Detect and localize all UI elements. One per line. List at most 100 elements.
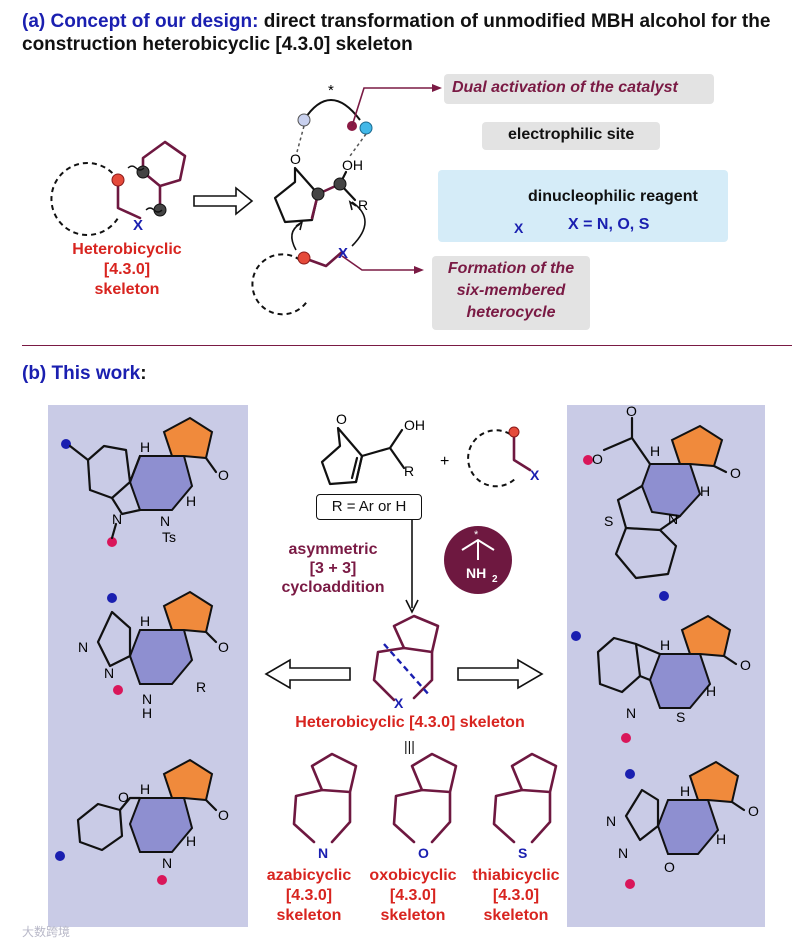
pr2-h2: H <box>706 683 716 699</box>
pr2-o: O <box>740 657 751 673</box>
callout-electrophilic-text: electrophilic site <box>508 126 635 143</box>
heading-a: (a) Concept of our design: direct transf… <box>22 10 782 56</box>
sub-x: X <box>530 467 540 483</box>
center-skeleton-label: Heterobicyclic [4.3.0] skeleton <box>295 714 525 731</box>
p3-o1: O <box>118 789 129 805</box>
equivalence-mark: ||| <box>404 738 415 754</box>
product-right-2 <box>571 614 738 743</box>
thia-atom: S <box>518 845 527 861</box>
pr1-o1: O <box>626 403 637 419</box>
pr3-h1: H <box>680 783 690 799</box>
heading-b-colon: : <box>140 363 147 384</box>
p2-n1: N <box>78 639 88 655</box>
r-definition-box: R = Ar or H <box>316 494 422 520</box>
center-r-group: R <box>358 197 368 213</box>
p1-n2: N <box>160 513 170 529</box>
thia-ring: [4.3.0] <box>492 887 540 904</box>
catalyst-nh: NH <box>466 565 486 581</box>
pr3-n1: N <box>606 813 616 829</box>
aza-word: skeleton <box>276 907 342 924</box>
mbh-alcohol-structure <box>320 426 406 486</box>
heading-b-label: (b) This work <box>22 363 141 384</box>
callout-dinucleophilic: dinucleophilic reagent X = N, O, S X <box>438 170 728 242</box>
section-divider <box>22 345 792 346</box>
formation-line-1: Formation of the <box>447 260 575 277</box>
p1-h1: H <box>140 439 150 455</box>
formation-line-2: six-membered <box>456 282 566 299</box>
formation-connector <box>341 255 420 271</box>
center-mechanism: * O OH R X <box>251 82 373 316</box>
pr1-s: S <box>604 513 613 529</box>
r-definition-text: R = Ar or H <box>331 498 407 515</box>
left-skeleton-schematic: X <box>50 140 187 236</box>
left-label-line-2: [4.3.0] <box>103 261 151 278</box>
callout-formation: Formation of the six-membered heterocycl… <box>432 256 590 330</box>
left-x-atom: X <box>133 217 143 234</box>
heading-b: (b) This work: <box>22 362 147 385</box>
thiabicyclic-label: thiabicyclic [4.3.0] skeleton <box>460 866 572 926</box>
product-left-2 <box>96 590 218 695</box>
reaction-type-line-3: cycloaddition <box>281 579 385 596</box>
callout-electrophilic <box>482 122 660 150</box>
oxo-ring: [4.3.0] <box>389 887 437 904</box>
oxo-word: skeleton <box>380 907 446 924</box>
p3-o2: O <box>218 807 229 823</box>
p3-h1: H <box>140 781 150 797</box>
sub-oh: OH <box>404 417 425 433</box>
center-oh: OH <box>342 157 363 173</box>
watermark: 大数跨境 <box>22 924 70 939</box>
catalyst-asterisk: * <box>474 529 479 541</box>
pr2-s: S <box>676 709 685 725</box>
concept-diagram: X * O OH R X <box>50 82 514 316</box>
right-open-arrow <box>457 658 544 690</box>
product-left-1 <box>61 416 218 547</box>
dinucleophile-structure <box>467 426 532 488</box>
pr3-o2: O <box>664 859 675 875</box>
p2-o: O <box>218 639 229 655</box>
left-open-arrow <box>264 658 351 690</box>
subclass-structures <box>292 752 558 844</box>
oxo-atom: O <box>418 845 429 861</box>
callout-catalyst-text: Dual activation of the catalyst <box>452 79 678 96</box>
forward-arrow-a <box>193 186 254 216</box>
left-skeleton-label: Heterobicyclic [4.3.0] skeleton <box>52 240 202 300</box>
reaction-type-line-1: asymmetric <box>288 541 378 558</box>
oxobicyclic-label: oxobicyclic [4.3.0] skeleton <box>358 866 468 926</box>
this-work-scheme: H H O N N Ts H O N N N H R O H H O N O O… <box>22 403 759 939</box>
pr1-n: N <box>668 511 678 527</box>
azabicyclic-label: azabicyclic [4.3.0] skeleton <box>254 866 364 926</box>
pr2-h1: H <box>660 637 670 653</box>
pr3-h2: H <box>716 831 726 847</box>
formation-line-3: heterocycle <box>466 304 556 321</box>
p1-ts: Ts <box>162 529 176 545</box>
p2-n3: N <box>142 691 152 707</box>
p2-h1: H <box>140 613 150 629</box>
pr1-o3: O <box>730 465 741 481</box>
center-oxygen: O <box>290 151 301 167</box>
p1-o: O <box>218 467 229 483</box>
sub-o: O <box>336 411 347 427</box>
sub-r: R <box>404 463 414 479</box>
skeleton-x: X <box>394 695 404 711</box>
product-right-1 <box>583 416 728 601</box>
catalyst-sub: 2 <box>492 574 498 585</box>
heading-a-text: direct transformation of unmodified MBH … <box>22 11 771 55</box>
p2-r: R <box>196 679 206 695</box>
reaction-type-label: asymmetric [3 + 3] cycloaddition <box>268 540 398 597</box>
catalyst-connector <box>351 87 438 127</box>
pr3-o1: O <box>748 803 759 819</box>
reaction-arrow <box>405 599 419 614</box>
product-left-3 <box>55 758 218 885</box>
center-x-atom: X <box>338 245 348 262</box>
p2-h2: H <box>142 705 152 721</box>
x-definition: X = N, O, S <box>568 216 650 233</box>
callout-catalyst: Dual activation of the catalyst <box>444 74 714 104</box>
thia-word: skeleton <box>483 907 549 924</box>
pr1-h2: H <box>700 483 710 499</box>
pr2-n: N <box>626 705 636 721</box>
pr1-o2: O <box>592 451 603 467</box>
heading-a-label: (a) Concept of our design: <box>22 11 259 32</box>
aza-ring: [4.3.0] <box>285 887 333 904</box>
p3-h2: H <box>186 833 196 849</box>
callout-dinucleophilic-text: dinucleophilic reagent <box>528 188 698 205</box>
